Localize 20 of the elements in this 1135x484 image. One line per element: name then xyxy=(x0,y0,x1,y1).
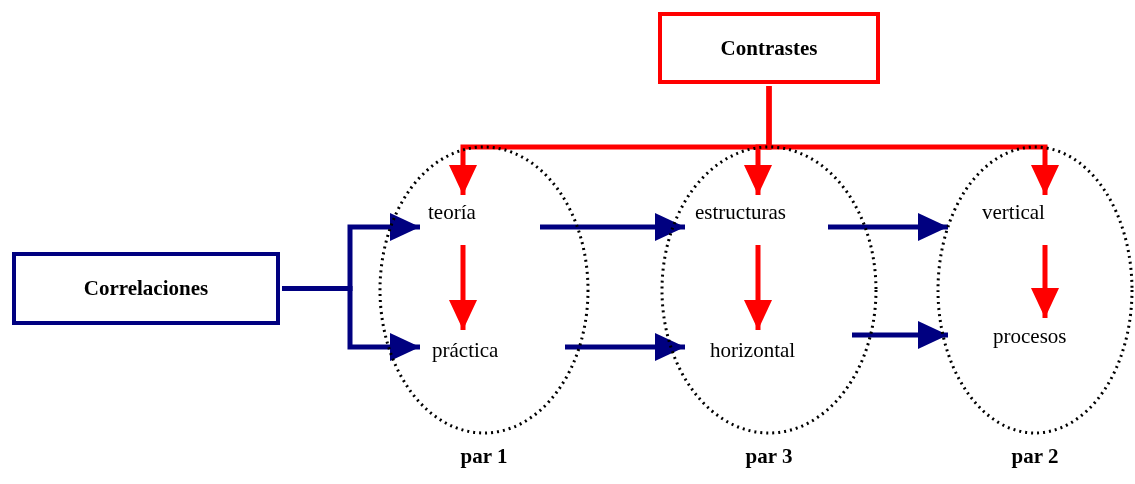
concept-label: horizontal xyxy=(709,337,796,363)
concept-label: práctica xyxy=(431,337,499,363)
concept-label: vertical xyxy=(981,199,1045,225)
text-box: Contrastes xyxy=(658,12,880,84)
group-label: par 1 xyxy=(459,444,509,469)
arrow xyxy=(766,86,1059,195)
concept-label: estructuras xyxy=(694,199,786,225)
arrow xyxy=(282,286,420,361)
arrow xyxy=(852,321,948,349)
arrow xyxy=(540,213,685,241)
arrow xyxy=(828,213,948,241)
concept-label: teoría xyxy=(427,199,476,225)
concept-label: procesos xyxy=(992,323,1067,349)
arrow xyxy=(449,245,477,330)
arrow xyxy=(565,333,685,361)
group-label: par 2 xyxy=(1010,444,1060,469)
text-box: Correlaciones xyxy=(12,252,280,325)
group-label: par 3 xyxy=(744,444,794,469)
arrow xyxy=(1031,245,1059,318)
arrow xyxy=(744,245,772,330)
